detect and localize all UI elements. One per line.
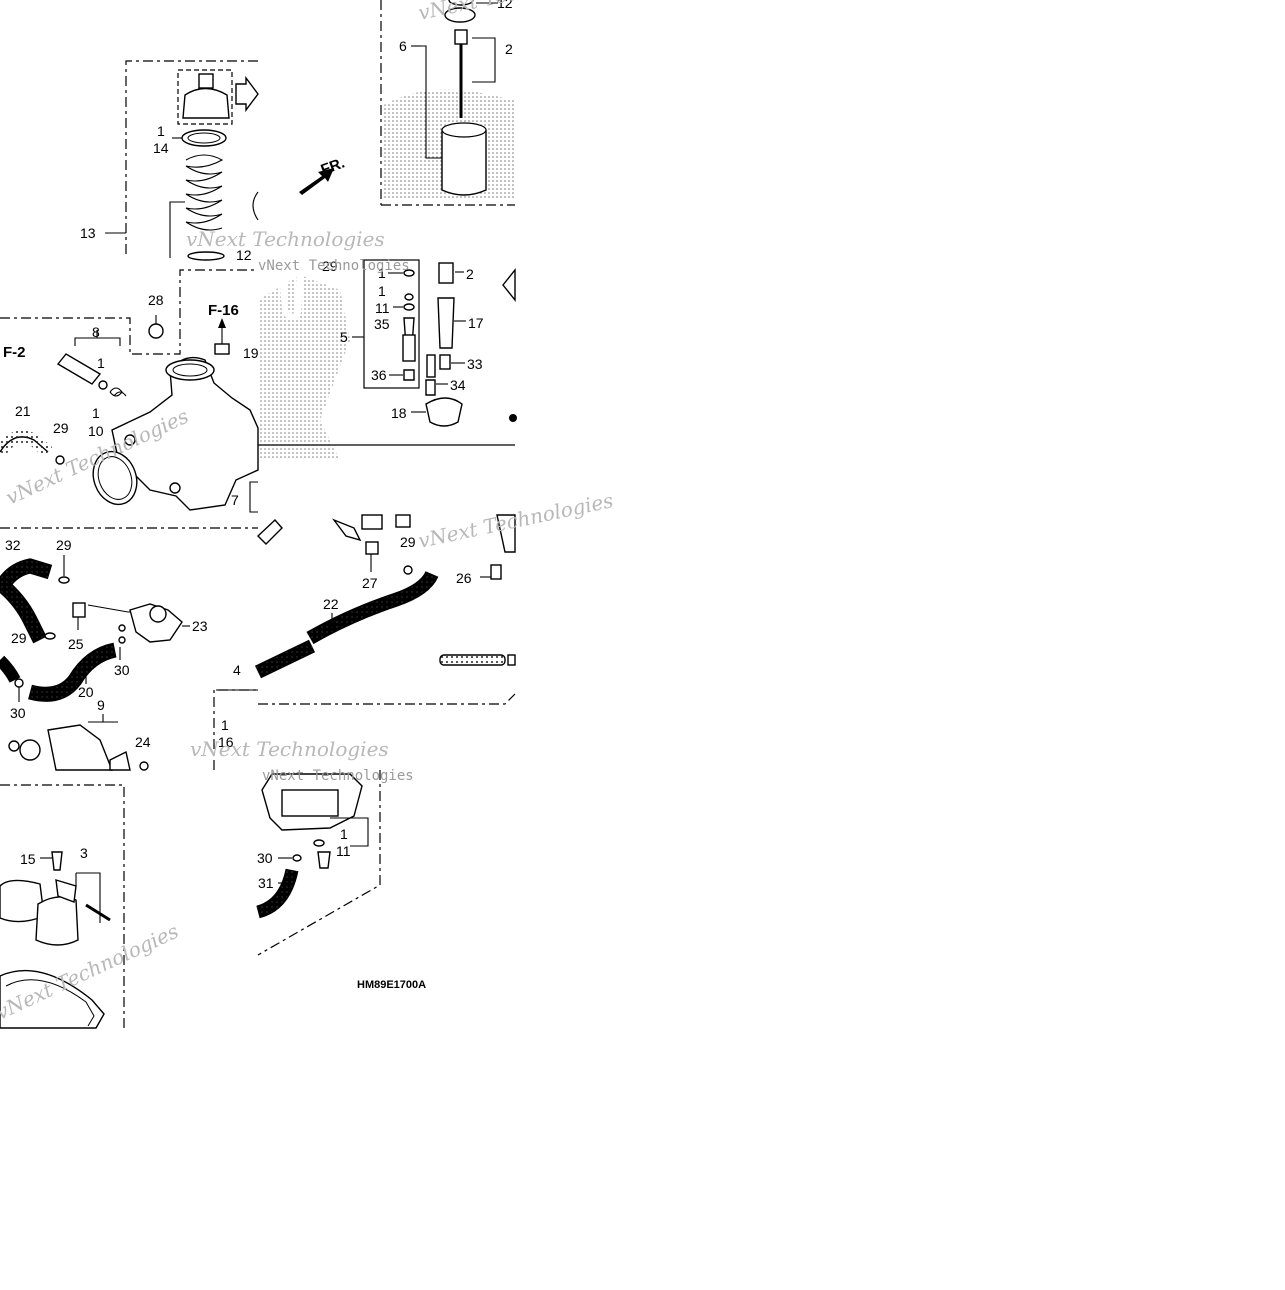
callout-19: 19 <box>243 345 259 361</box>
callout-27: 27 <box>362 575 378 591</box>
tile-hose-22 <box>254 514 516 705</box>
callout-11: 11 <box>375 300 390 316</box>
callout-7: 7 <box>231 492 239 508</box>
callout-29e: 29 <box>400 534 416 550</box>
tile-hoses-valve <box>0 555 258 771</box>
callout-21: 21 <box>15 403 31 419</box>
tile-top-cap <box>105 60 334 261</box>
callout-29b: 29 <box>322 258 338 274</box>
callout-28: 28 <box>148 292 164 308</box>
tile-jet-parts <box>258 259 517 460</box>
watermark: vNext Technologies <box>416 0 615 25</box>
callout-20: 20 <box>78 684 94 700</box>
ref-f16: F-16 <box>208 302 239 319</box>
callout-23: 23 <box>192 618 208 634</box>
callout-1f: 1 <box>221 717 229 733</box>
callout-31: 31 <box>258 875 274 891</box>
callout-4: 4 <box>233 662 241 678</box>
callout-5: 5 <box>340 329 348 345</box>
callout-12: 12 <box>236 247 252 263</box>
callout-18: 18 <box>391 405 407 421</box>
callout-1b: 1 <box>97 355 105 371</box>
watermark: vNext Technologies <box>190 737 389 761</box>
callout-2b: 2 <box>466 266 474 282</box>
callout-8: 8 <box>92 324 100 340</box>
callout-29d: 29 <box>11 630 27 646</box>
callout-12b: 12 <box>497 0 513 11</box>
drawing-code: HM89E1700A <box>357 979 426 991</box>
watermark: vNext Technologies <box>186 227 385 251</box>
callout-3: 3 <box>80 845 88 861</box>
callout-22: 22 <box>323 596 339 612</box>
watermark: vNext Technologies <box>416 488 615 553</box>
callout-17: 17 <box>468 315 484 331</box>
callout-34: 34 <box>450 377 466 393</box>
callout-1g: 1 <box>340 826 348 842</box>
callout-30c: 30 <box>257 850 273 866</box>
callout-36: 36 <box>371 367 387 383</box>
callout-33: 33 <box>467 356 483 372</box>
callout-30b: 30 <box>10 705 26 721</box>
tile-float-bowl <box>0 784 125 1029</box>
callout-16: 16 <box>218 734 234 750</box>
callout-9: 9 <box>97 697 105 713</box>
callout-29c: 29 <box>56 537 72 553</box>
callout-1e: 1 <box>378 283 386 299</box>
watermark: vNext Technologies <box>258 258 410 274</box>
callout-26: 26 <box>456 570 472 586</box>
callout-2: 2 <box>505 41 513 57</box>
callout-15: 15 <box>20 851 36 867</box>
callout-24: 24 <box>135 734 151 750</box>
tile-carb-body <box>0 269 259 529</box>
callout-35: 35 <box>374 316 390 332</box>
callout-1d: 1 <box>378 265 386 281</box>
tile-drain <box>255 770 381 956</box>
callout-25: 25 <box>68 636 84 652</box>
callout-10: 10 <box>88 423 104 439</box>
callout-11b: 11 <box>336 843 351 859</box>
callout-30: 30 <box>114 662 130 678</box>
callout-13: 13 <box>80 225 96 241</box>
watermark: vNext Technologies <box>262 768 414 784</box>
callout-1: 1 <box>157 123 165 139</box>
callout-6: 6 <box>399 38 407 54</box>
tile-slide-needle <box>380 0 515 206</box>
ref-f2: F-2 <box>3 344 26 361</box>
callout-1c: 1 <box>92 405 100 421</box>
callout-14: 14 <box>153 140 169 156</box>
callout-32: 32 <box>5 537 21 553</box>
front-direction-label: FR. <box>319 155 348 179</box>
callout-29: 29 <box>53 420 69 436</box>
